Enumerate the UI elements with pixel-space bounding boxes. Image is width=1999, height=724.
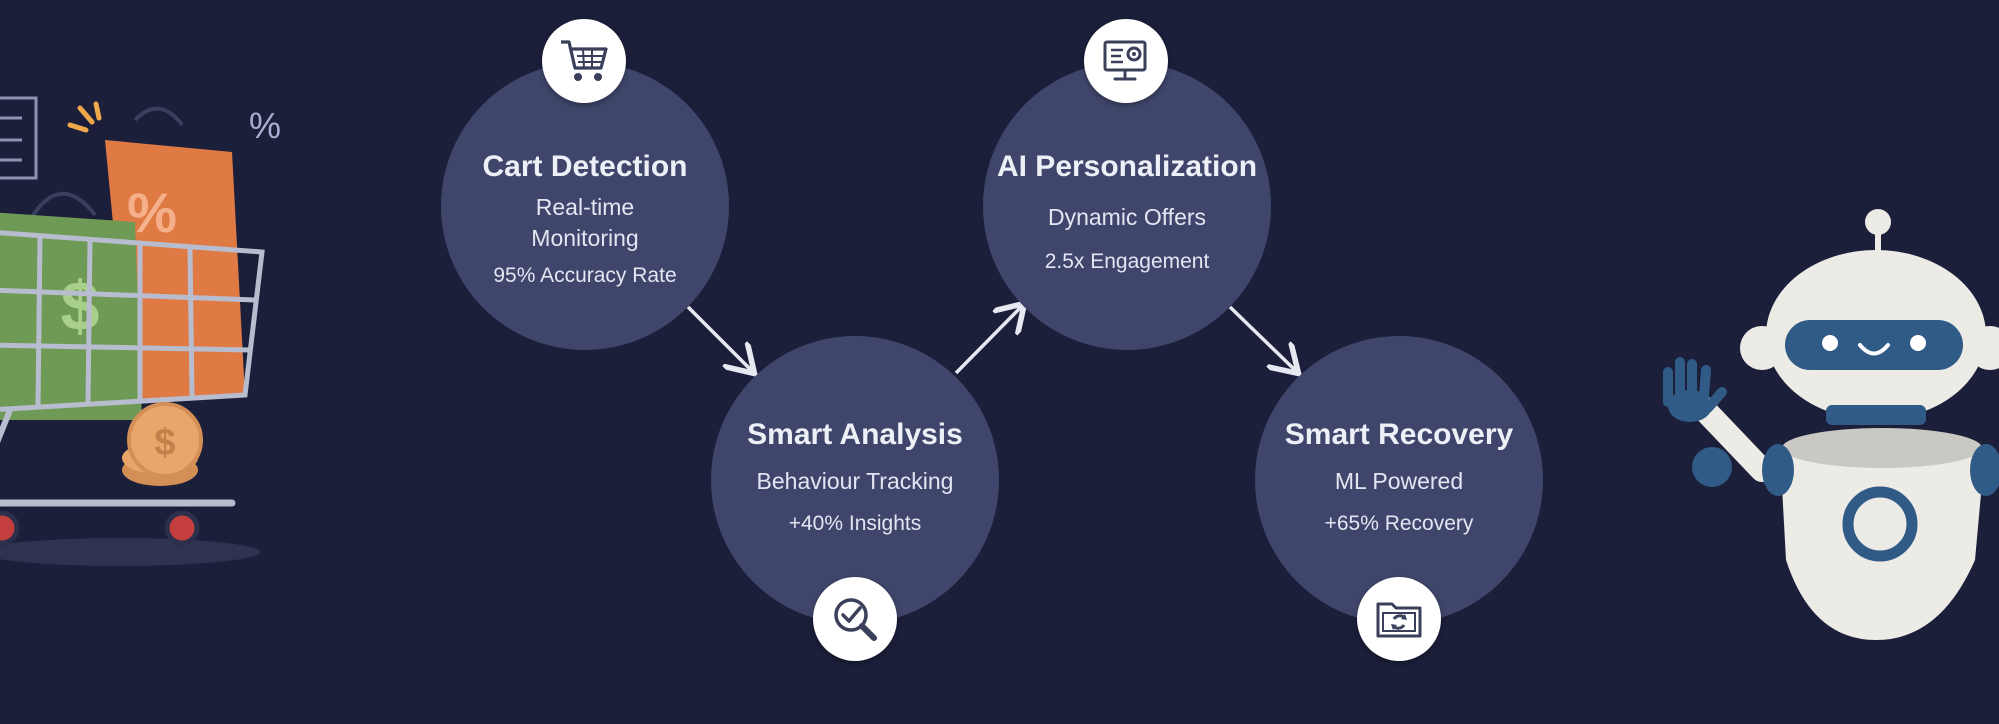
cart-wheel [0,510,20,546]
step-stat: +40% Insights [788,512,922,535]
monitor-gear-icon [1084,19,1168,103]
step-line: ML Powered [1334,468,1464,494]
step-line: Behaviour Tracking [756,468,954,494]
cart-basket [0,230,265,412]
coin-stack: $ [122,402,203,486]
robot-visor [1785,320,1963,370]
robot-chest-ring [1842,486,1918,562]
step-line: Monitoring [531,225,639,251]
step-stat: 2.5x Engagement [1044,250,1210,273]
step-title: AI Personalization [996,150,1258,183]
step-ai-personalization: AI Personalization Dynamic Offers 2.5x E… [983,62,1271,350]
magnifier-check-icon [813,577,897,661]
step-title: Cart Detection [482,150,688,183]
step-title: Smart Analysis [747,418,963,451]
robot-body [1780,435,1985,640]
robot-mascot [1663,209,1999,640]
cart-wheel [164,510,200,546]
step-line: Real-time [535,194,635,220]
green-shopping-bag [0,212,142,420]
step-smart-recovery: Smart Recovery ML Powered +65% Recovery [1255,336,1543,624]
arrow-personalization-to-recovery [1228,305,1296,371]
step-line: Dynamic Offers [1047,204,1207,230]
step-stat: 95% Accuracy Rate [493,264,677,287]
shopping-cart-illustration: % % $ $ [0,96,281,566]
step-stat: +65% Recovery [1324,512,1474,535]
percent-glyph: % [249,105,281,146]
arrow-analysis-to-personalization [954,306,1022,375]
step-smart-analysis: Smart Analysis Behaviour Tracking +40% I… [711,336,999,624]
folder-refresh-icon [1357,577,1441,661]
sparkle-icon [67,101,102,133]
bag-dollar-glyph: $ [61,267,100,345]
arrow-cart-to-analysis [686,305,752,371]
step-cart-detection: Cart Detection Real-time Monitoring 95% … [441,62,729,350]
document-icon [0,96,38,180]
shopping-cart-icon [542,19,626,103]
coin-dollar-glyph: $ [154,422,175,464]
step-title: Smart Recovery [1284,418,1514,451]
